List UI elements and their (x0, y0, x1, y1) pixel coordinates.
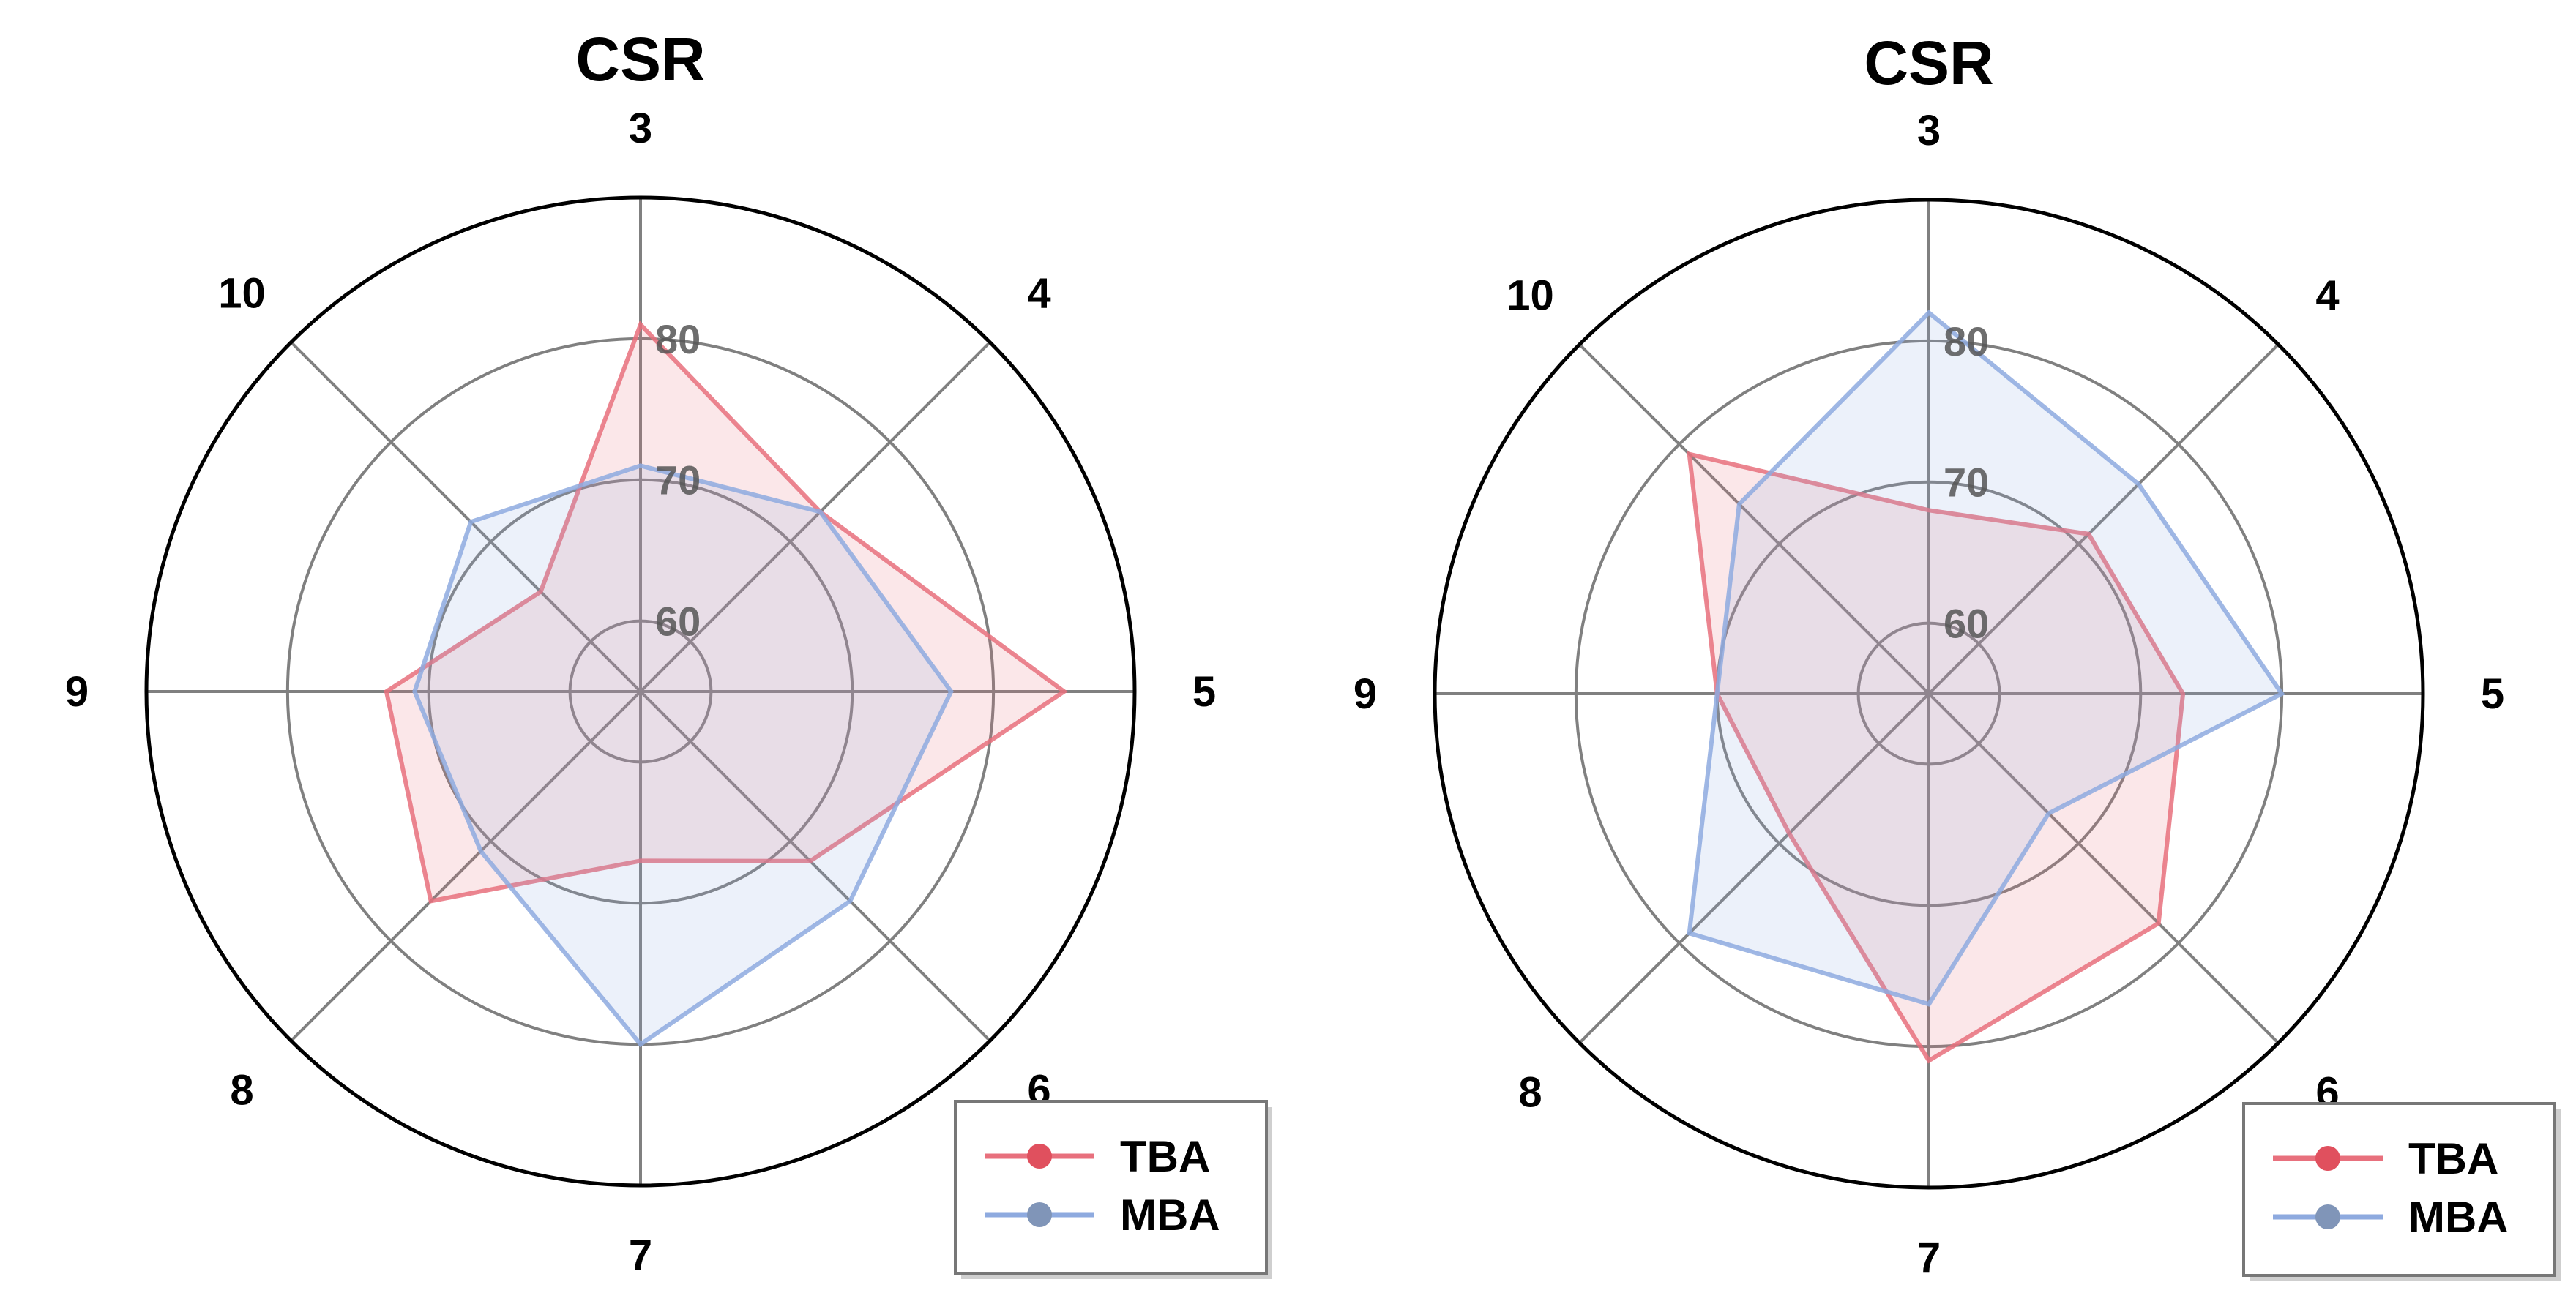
spoke-4 (639, 341, 991, 693)
spoke-10 (290, 341, 642, 693)
legend-marker (2315, 1146, 2340, 1171)
radial-grid (146, 198, 1135, 1185)
legend-item-mba: MBA (2273, 1193, 2509, 1242)
legend-label: TBA (1120, 1132, 1210, 1181)
legend-marker (1027, 1144, 1052, 1169)
spoke-4 (1927, 343, 2280, 695)
radial-tick-label: 70 (1944, 460, 1989, 506)
legend-label: MBA (2408, 1193, 2509, 1242)
axis-label-4: 4 (1027, 270, 1050, 318)
legend-item-mba: MBA (985, 1191, 1220, 1240)
polar-frame (144, 195, 1137, 1188)
legend: TBA MBA (2242, 1102, 2561, 1281)
legend-marker (2315, 1204, 2340, 1229)
legend-label: MBA (1120, 1191, 1220, 1240)
legend-box (2242, 1102, 2556, 1277)
spoke-6 (639, 690, 991, 1042)
axis-label-5: 5 (1192, 668, 1216, 716)
spoke-8 (290, 690, 642, 1042)
series-mba-polygon (1687, 310, 2285, 1007)
series-mba-polygon (412, 463, 954, 1048)
axis-label-10: 10 (218, 270, 266, 318)
axis-label-9: 9 (65, 668, 89, 716)
radial-grid (1435, 200, 2423, 1188)
radial-tick-label: 80 (1944, 318, 1989, 364)
spoke-10 (1578, 343, 1930, 695)
radial-tick-label: 60 (1944, 601, 1989, 647)
legend-item-tba: TBA (2273, 1134, 2498, 1183)
legend-label: TBA (2408, 1134, 2498, 1183)
axis-label-9: 9 (1354, 670, 1377, 718)
axis-label-5: 5 (2481, 670, 2504, 718)
chart-title: CSR (575, 25, 705, 94)
legend-box (954, 1100, 1268, 1275)
axis-label-10: 10 (1507, 272, 1554, 320)
radial-tick-label: 80 (655, 316, 701, 362)
radial-tick-label: 70 (655, 457, 701, 503)
legend-item-tba: TBA (985, 1132, 1210, 1181)
axis-label-4: 4 (2315, 272, 2339, 320)
spoke-6 (1927, 692, 2280, 1044)
series-tba-polygon (1687, 451, 2186, 1064)
axis-label-3: 3 (629, 105, 652, 152)
radial-tick-label: 60 (655, 599, 701, 645)
spoke-8 (1578, 692, 1930, 1044)
legend-marker (1027, 1202, 1052, 1227)
series-tba-polygon (384, 321, 1068, 904)
axis-label-7: 7 (629, 1232, 652, 1279)
axis-label-8: 8 (230, 1066, 253, 1114)
axis-label-8: 8 (1518, 1068, 1542, 1116)
axis-label-7: 7 (1917, 1234, 1941, 1281)
legend: TBA MBA (954, 1100, 1272, 1279)
axis-label-3: 3 (1917, 107, 1941, 154)
polar-frame (1433, 198, 2425, 1190)
chart-title: CSR (1864, 29, 1993, 97)
